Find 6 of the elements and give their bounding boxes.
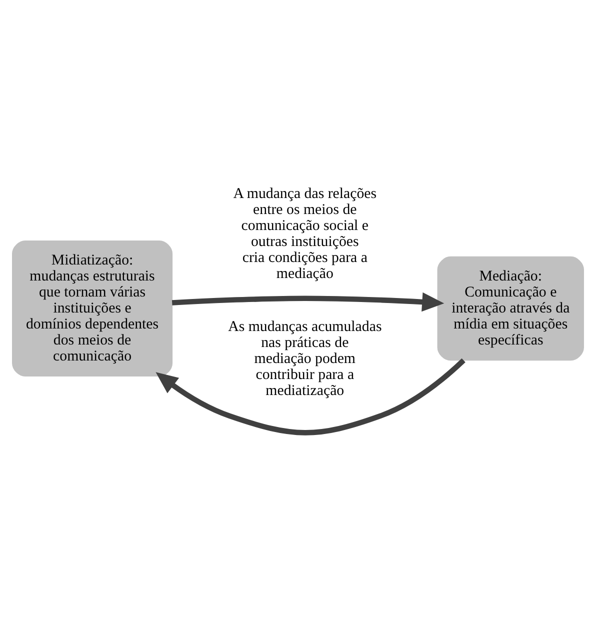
node-box: Midiatização: mudanças estruturais que tornam várias instituições e domínios dependentes dos meios de comunicação: [12, 240, 173, 377]
node-box: Mediação: Comunicação e interação através da mídia em situações específicas: [437, 256, 584, 361]
arrow: [172, 292, 444, 312]
edge-label: A mudança das relações entre os meios de comunicação social e outras instituições cria condições para a mediação: [233, 186, 377, 282]
edge-label: As mudanças acumuladas nas práticas de mediação podem contribuir para a mediatização: [228, 319, 382, 399]
arrow: [156, 358, 466, 436]
